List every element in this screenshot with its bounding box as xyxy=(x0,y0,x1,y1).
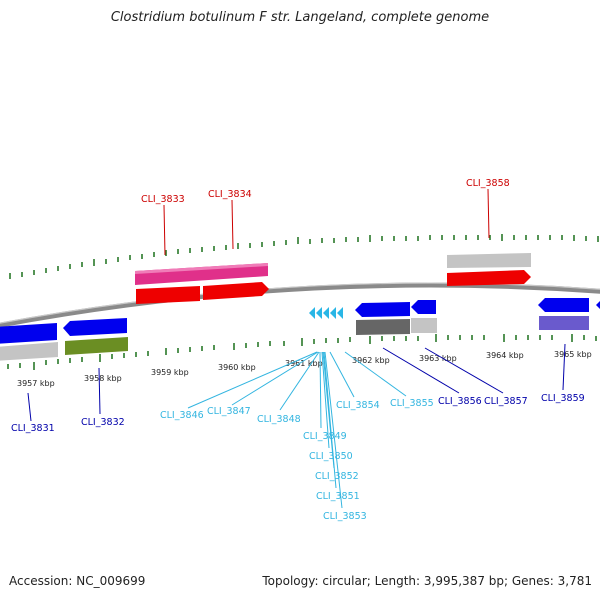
gene-label-cli-3857[interactable]: CLI_3857 xyxy=(484,396,528,407)
scale-label: 3960 kbp xyxy=(218,363,256,372)
gene-feature-gray[interactable] xyxy=(447,253,531,268)
leader-line xyxy=(231,351,319,406)
gene-feature-gray[interactable] xyxy=(411,318,437,333)
gene-label-cli-3846[interactable]: CLI_3846 xyxy=(160,410,204,421)
scale-label: 3958 kbp xyxy=(84,374,122,383)
leader-line xyxy=(98,367,101,415)
leader-line xyxy=(487,188,490,239)
leader-line xyxy=(319,351,322,429)
gene-arrow-blue[interactable] xyxy=(0,323,57,344)
leader-line xyxy=(382,347,460,394)
gene-label-cli-3833[interactable]: CLI_3833 xyxy=(141,194,185,205)
scale-label: 3962 kbp xyxy=(352,356,390,365)
gene-arrow-red[interactable] xyxy=(203,282,269,300)
leader-line xyxy=(27,392,32,422)
gene-arrow-blue[interactable] xyxy=(355,302,410,317)
genome-summary-text: Topology: circular; Length: 3,995,387 bp… xyxy=(262,574,592,588)
gene-label-cli-3834[interactable]: CLI_3834 xyxy=(208,189,252,200)
gene-label-cli-3848[interactable]: CLI_3848 xyxy=(257,414,301,425)
gene-label-cli-3858[interactable]: CLI_3858 xyxy=(466,178,510,189)
leader-line xyxy=(321,351,330,449)
scale-label: 3961 kbp xyxy=(285,359,323,368)
gene-label-cli-3849[interactable]: CLI_3849 xyxy=(303,431,347,442)
gene-label-cli-3847[interactable]: CLI_3847 xyxy=(207,406,251,417)
gene-label-cli-3852[interactable]: CLI_3852 xyxy=(315,471,359,482)
scale-label: 3965 kbp xyxy=(554,350,592,359)
leader-line xyxy=(231,199,234,250)
scale-label: 3957 kbp xyxy=(17,379,55,388)
lower-tick-row xyxy=(7,334,597,370)
gene-label-cli-3854[interactable]: CLI_3854 xyxy=(336,400,380,411)
scale-label: 3964 kbp xyxy=(486,351,524,360)
gene-feature-magenta[interactable] xyxy=(135,263,268,285)
leader-line xyxy=(324,351,343,509)
gene-arrow-blue[interactable] xyxy=(63,318,127,336)
genome-backbone-highlight xyxy=(0,282,600,324)
gene-label-cli-3859[interactable]: CLI_3859 xyxy=(541,393,585,404)
gene-label-cli-3856[interactable]: CLI_3856 xyxy=(438,396,482,407)
leader-line xyxy=(163,204,166,256)
trna-cluster[interactable] xyxy=(309,307,343,319)
upper-tick-row xyxy=(9,234,599,279)
scale-label: 3959 kbp xyxy=(151,368,189,377)
gene-arrow-red[interactable] xyxy=(136,286,200,304)
gene-arrow-blue[interactable] xyxy=(596,298,600,312)
gene-label-cli-3850[interactable]: CLI_3850 xyxy=(309,451,353,462)
leader-line xyxy=(187,351,318,409)
leader-line xyxy=(279,351,320,411)
gene-label-cli-3853[interactable]: CLI_3853 xyxy=(323,511,367,522)
gene-feature-magenta-sheen xyxy=(135,263,268,274)
gene-label-cli-3832[interactable]: CLI_3832 xyxy=(81,417,125,428)
leader-line xyxy=(424,347,504,394)
scale-label: 3963 kbp xyxy=(419,354,457,363)
gene-feature-darkgray[interactable] xyxy=(356,319,410,335)
gene-label-cli-3851[interactable]: CLI_3851 xyxy=(316,491,360,502)
gene-arrow-blue[interactable] xyxy=(411,300,436,314)
gene-label-cli-3831[interactable]: CLI_3831 xyxy=(11,423,55,434)
leader-line xyxy=(329,351,355,398)
gene-feature-gray[interactable] xyxy=(0,342,58,361)
map-title: Clostridium botulinum F str. Langeland, … xyxy=(110,10,490,25)
leader-line xyxy=(344,351,407,397)
gene-feature-olive[interactable] xyxy=(65,337,128,355)
genome-backbone xyxy=(0,282,600,328)
gene-feature-purple[interactable] xyxy=(539,316,589,330)
gene-label-cli-3855[interactable]: CLI_3855 xyxy=(390,398,434,409)
accession-text: Accession: NC_009699 xyxy=(9,574,146,588)
gene-arrow-blue[interactable] xyxy=(538,298,589,312)
leader-line xyxy=(562,343,566,391)
gene-arrow-red[interactable] xyxy=(447,270,531,286)
leader-line xyxy=(323,351,337,489)
